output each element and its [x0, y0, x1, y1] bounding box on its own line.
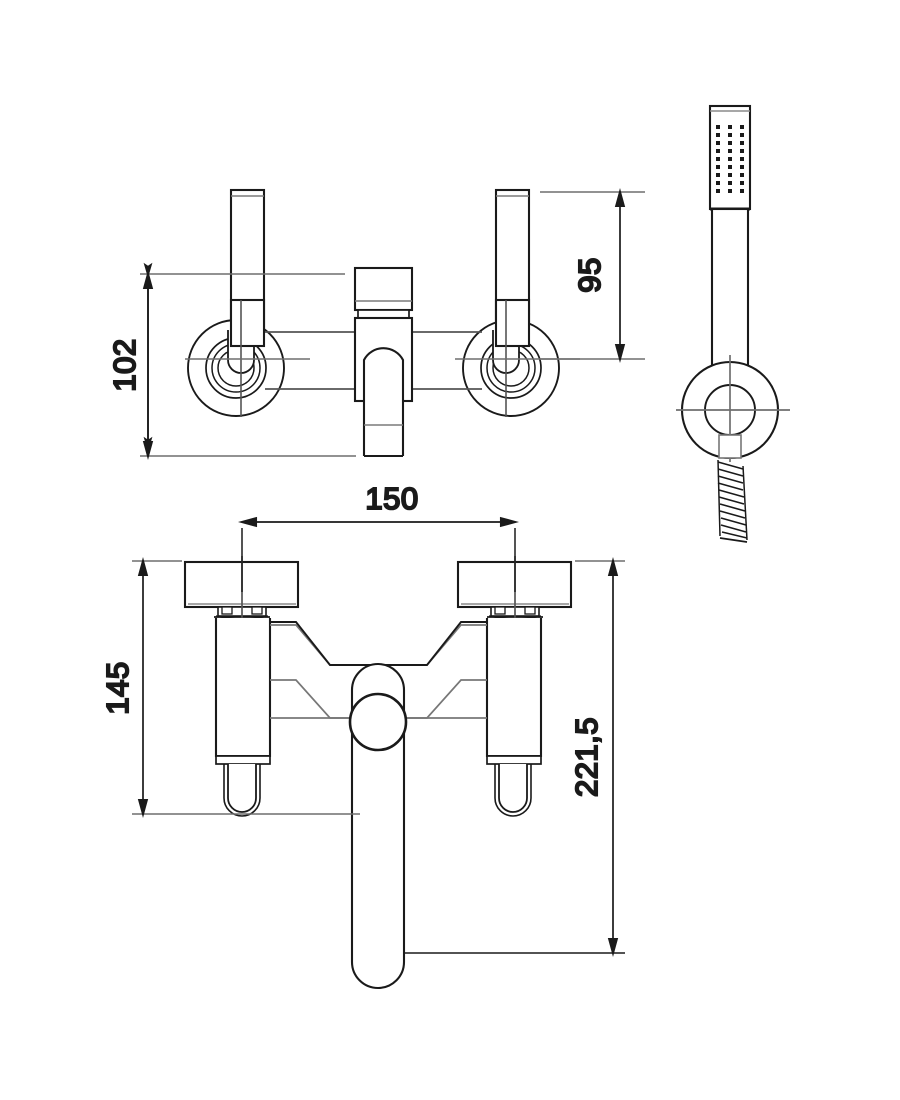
side-spout — [348, 662, 408, 990]
front-diverter-block — [353, 266, 414, 319]
right-inlet-connector — [486, 755, 542, 817]
hose-connector — [718, 434, 742, 459]
dimension-145: 145 — [99, 556, 360, 819]
flexible-hose — [717, 459, 748, 543]
handshower-view — [676, 104, 790, 543]
dimension-102-label: 102 — [107, 338, 142, 391]
dimension-150-label: 150 — [365, 481, 418, 516]
spray-holes — [716, 125, 744, 193]
front-spout — [353, 316, 414, 458]
side-elevation-view: 150 145 221,5 — [99, 480, 625, 990]
dimension-95-label: 95 — [572, 257, 607, 292]
dimension-221-5: 221,5 — [404, 556, 625, 958]
dimension-145-label: 145 — [100, 661, 135, 714]
front-body-crossbar — [265, 331, 482, 390]
dimension-150: 150 — [237, 480, 520, 592]
dimension-95: 95 — [540, 187, 645, 364]
left-inlet-connector — [215, 755, 271, 817]
dimension-102: 102 — [106, 262, 356, 461]
dimension-221-5-label: 221,5 — [569, 717, 604, 797]
diverter-knob — [348, 692, 408, 752]
front-elevation-view: 102 95 — [106, 187, 645, 461]
